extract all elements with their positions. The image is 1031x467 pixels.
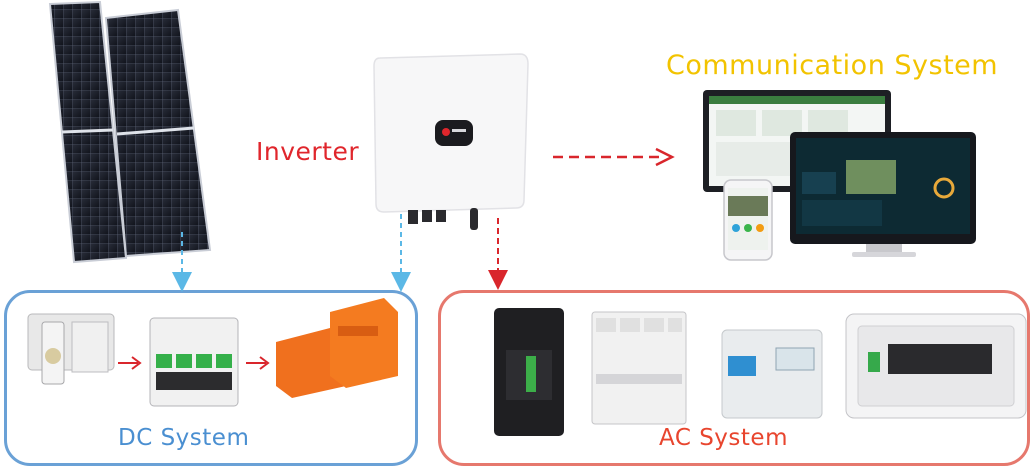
dc-system-title: DC System [118,425,250,451]
solar-panel-left [48,0,128,264]
communication-system-title: Communication System [666,50,999,81]
ac-system-box [438,290,1030,466]
ac-system-title: AC System [659,425,788,451]
solar-panel-right [104,8,212,258]
distribution-box [845,313,1027,419]
moulded-case-breaker [494,308,564,436]
dc-surge-protector [276,298,398,398]
inverter-unit [373,53,529,230]
surge-protector-module [591,311,687,425]
fuse-holder [27,313,115,385]
energy-meter [721,329,823,419]
arrow-comm-head [655,147,675,167]
smartphone [723,179,773,261]
desktop-monitor [790,132,976,257]
inverter-label: Inverter [256,137,360,166]
dc-breaker [149,317,239,407]
arrow-dc-2-head [259,356,270,370]
dc-system-box [4,290,418,466]
arrow-dc-1-head [131,356,142,370]
